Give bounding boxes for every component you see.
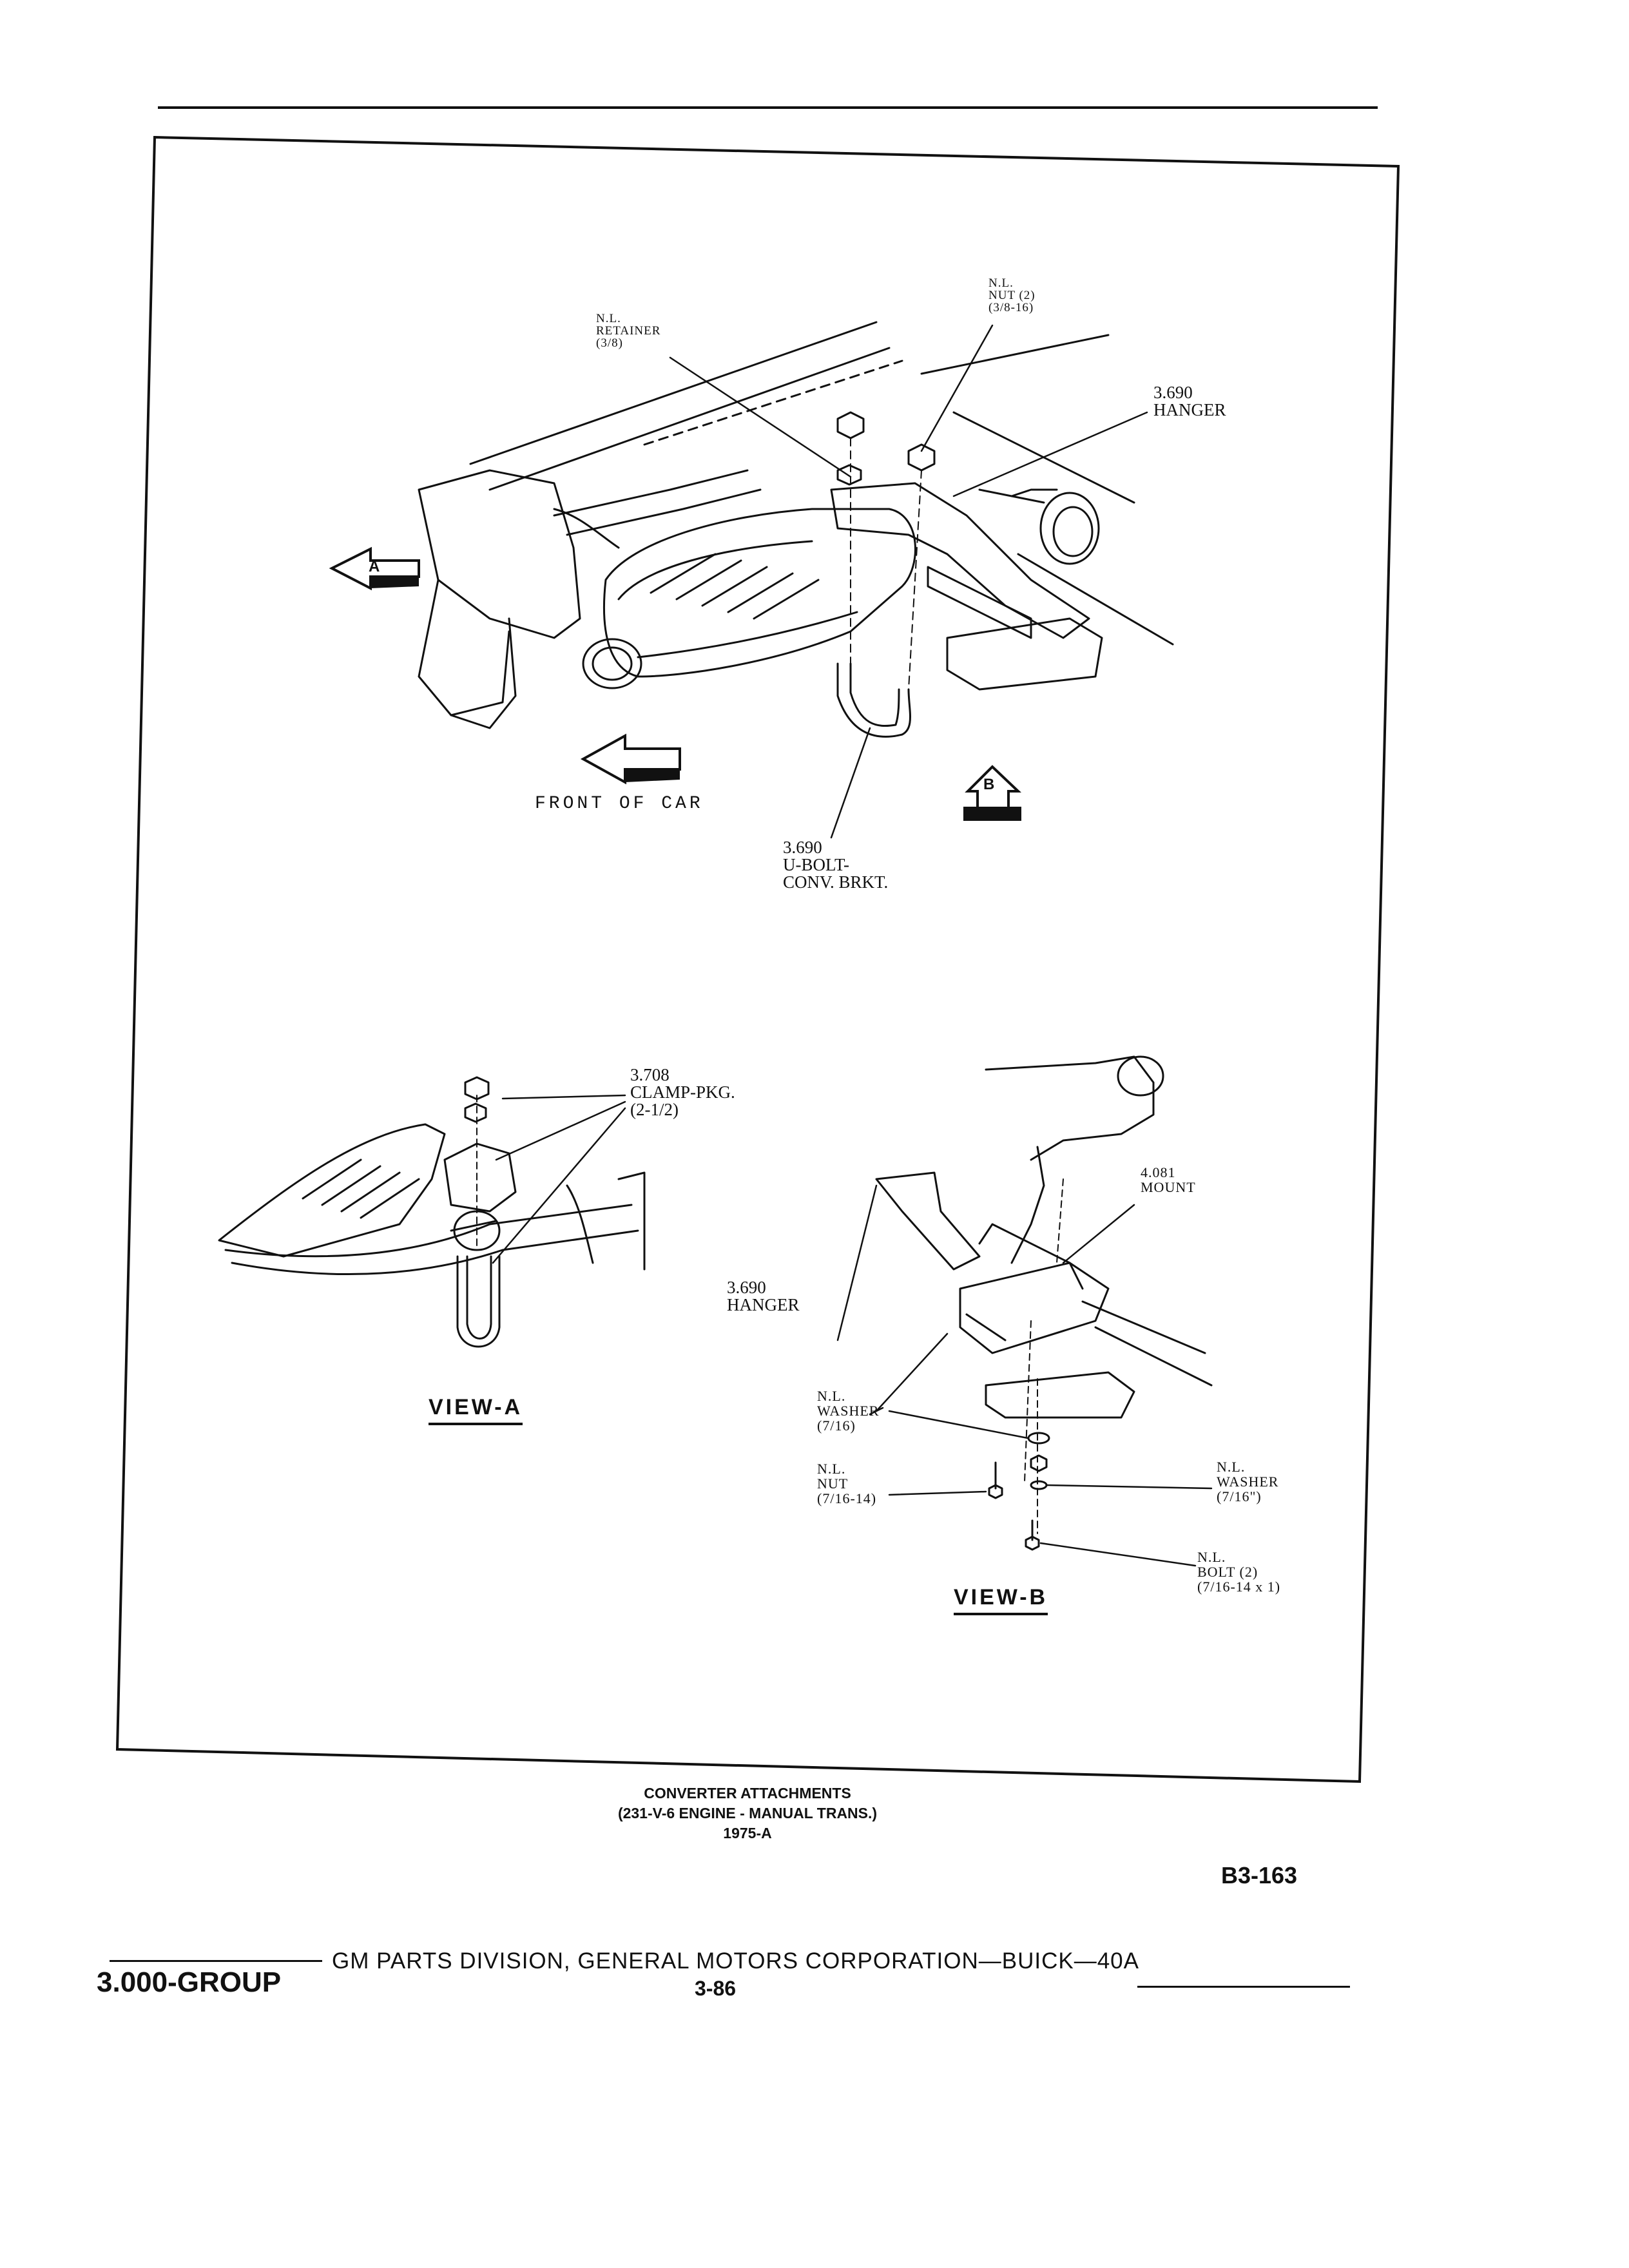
figure-caption: CONVERTER ATTACHMENTS (231-V-6 ENGINE - …	[554, 1785, 941, 1842]
footer-page-number: 3-86	[695, 1977, 737, 2000]
caption-title: CONVERTER ATTACHMENTS	[644, 1785, 851, 1802]
washer-7-16-label: N.L. WASHER (7/16)	[817, 1388, 880, 1434]
view-b-title: VIEW-B	[954, 1585, 1048, 1615]
retainer-label: N.L. RETAINER (3/8)	[596, 312, 661, 350]
view-a-arrow-icon	[329, 546, 420, 591]
caption-year: 1975-A	[723, 1825, 772, 1841]
ubolt-label: 3.690 U-BOLT- CONV. BRKT.	[783, 838, 889, 892]
arrow-b-letter: B	[983, 776, 995, 793]
hanger-label: 3.690 HANGER	[1153, 383, 1226, 419]
footer-group-label: 3.000-GROUP	[97, 1966, 282, 1998]
view-b-hanger-label: 3.690 HANGER	[727, 1278, 800, 1314]
nut-label: N.L. NUT (2) (3/8-16)	[988, 276, 1036, 314]
footer-publisher: GM PARTS DIVISION, GENERAL MOTORS CORPOR…	[332, 1948, 1139, 1974]
arrow-a-letter: A	[369, 558, 380, 575]
front-of-car-label: FRONT OF CAR	[535, 794, 704, 814]
view-a-title: VIEW-A	[429, 1395, 523, 1425]
view-b-arrow-icon	[963, 765, 1022, 821]
page-code: B3-163	[1221, 1862, 1298, 1888]
footer-rule-right	[1137, 1986, 1350, 1988]
bolt-label: N.L. BOLT (2) (7/16-14 x 1)	[1197, 1549, 1281, 1595]
footer-rule-left	[110, 1960, 322, 1962]
nut-7-16-14-label: N.L. NUT (7/16-14)	[817, 1461, 877, 1506]
washer-7-16-in-label: N.L. WASHER (7/16")	[1217, 1459, 1279, 1504]
mount-label: 4.081 MOUNT	[1141, 1164, 1196, 1195]
caption-subtitle: (231-V-6 ENGINE - MANUAL TRANS.)	[617, 1805, 878, 1821]
top-rule	[158, 106, 1378, 109]
front-of-car-arrow-icon	[580, 733, 681, 785]
clamp-pkg-label: 3.708 CLAMP-PKG. (2-1/2)	[630, 1065, 735, 1119]
